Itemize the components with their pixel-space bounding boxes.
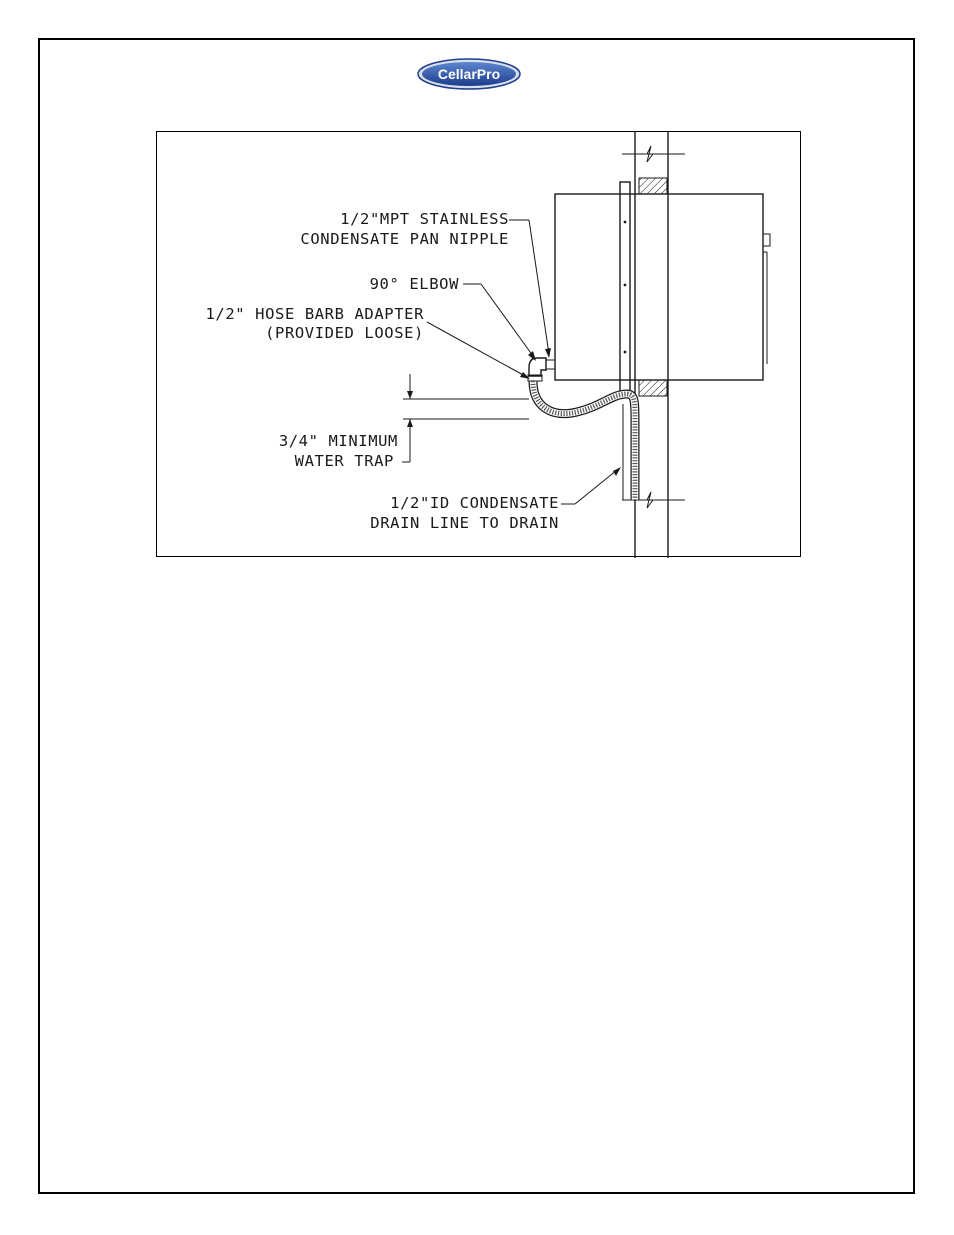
label-trap-line1: 3/4" MINIMUM (279, 432, 398, 450)
label-elbow: 90° ELBOW (370, 275, 459, 293)
label-adapter-line1: 1/2" HOSE BARB ADAPTER (206, 305, 425, 323)
cellarpro-logo: CellarPro (417, 58, 521, 90)
label-drain-line2: DRAIN LINE TO DRAIN (370, 514, 559, 532)
label-adapter-line2: (PROVIDED LOOSE) (265, 324, 424, 342)
label-nipple-line2: CONDENSATE PAN NIPPLE (300, 230, 509, 248)
condensate-drain-diagram: 1/2"MPT STAINLESS CONDENSATE PAN NIPPLE … (156, 131, 801, 557)
label-drain-line1: 1/2"ID CONDENSATE (390, 494, 559, 512)
water-trap-dimension (402, 374, 529, 462)
leader-lines (427, 220, 621, 504)
elbow-fitting (528, 358, 555, 381)
diagram-drawing: 1/2"MPT STAINLESS CONDENSATE PAN NIPPLE … (157, 132, 802, 558)
label-nipple-line1: 1/2"MPT STAINLESS (340, 210, 509, 228)
logo-text: CellarPro (438, 66, 500, 82)
label-trap-line2: WATER TRAP (295, 452, 394, 470)
drain-hose (533, 381, 635, 500)
cooling-unit (555, 182, 770, 392)
